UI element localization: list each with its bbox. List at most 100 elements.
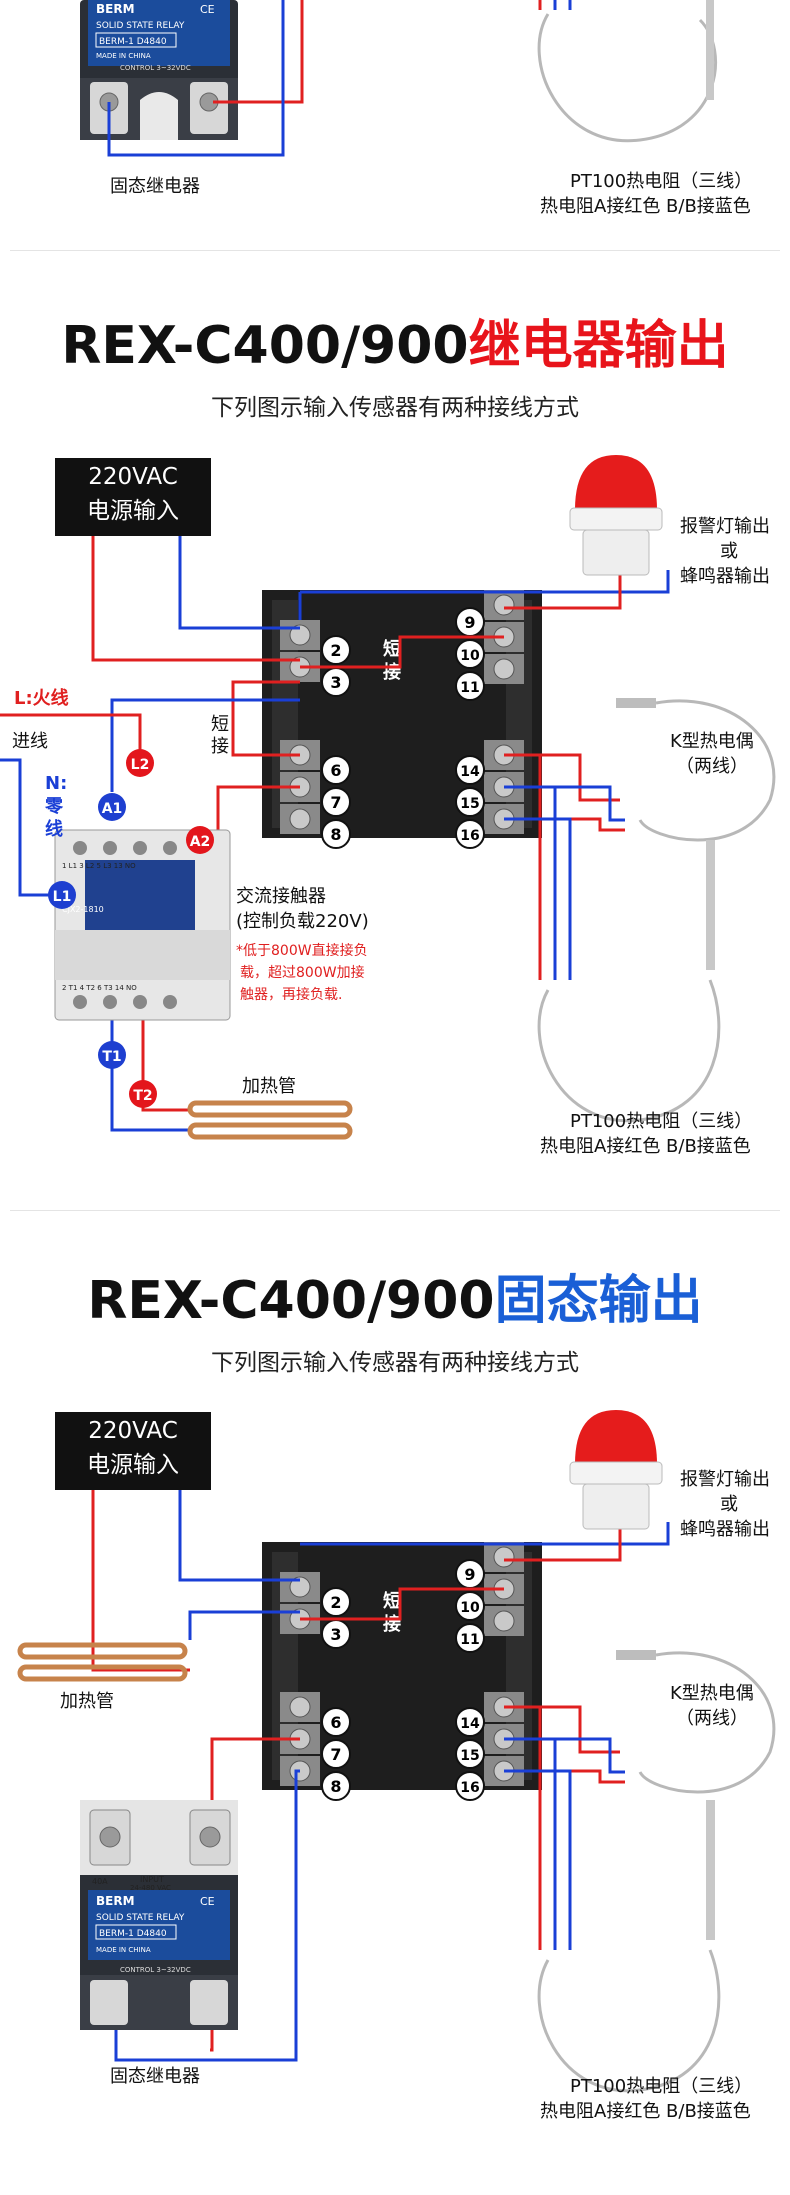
terminal-numbers-ssr — [321, 1559, 485, 1801]
terminal-9-ssr: 9 — [464, 1565, 475, 1584]
power-label-ssr-1: 220VAC — [88, 1418, 178, 1444]
heater-relay — [187, 1100, 353, 1140]
ssr-model: BERM-1 D4840 — [99, 1929, 167, 1939]
pt100-probe-top — [537, 0, 718, 143]
terminal-14-ssr: 14 — [460, 1716, 480, 1732]
heater-label-relay: 加热管 — [242, 1076, 296, 1097]
ac-contactor — [54, 829, 231, 1021]
short-label-ssr-1: 短 — [383, 1590, 401, 1612]
terminal-numbers-relay — [321, 607, 485, 849]
ssr-model-top: BERM-1 D4840 — [99, 37, 167, 47]
section-divider-1 — [10, 250, 780, 251]
short-label-relay-2: 接 — [383, 661, 401, 683]
ssr-made-top: MADE IN CHINA — [96, 52, 151, 60]
marker-t2 — [129, 1080, 157, 1108]
ssr-ce-top: CE — [200, 3, 215, 16]
alarm-label-ssr-1: 报警灯输出 — [680, 1469, 770, 1490]
ssr-current: 40A — [92, 1877, 108, 1886]
terminal-10-relay: 10 — [460, 648, 480, 664]
pt100-label-top-2: 热电阻A接红色 B/B接蓝色 — [540, 196, 751, 217]
pt100-probe-relay — [537, 840, 721, 1123]
terminal-8-ssr: 8 — [330, 1777, 341, 1796]
marker-t1-label: T1 — [102, 1049, 121, 1065]
contactor-brand: CJX2-1810 — [62, 905, 104, 914]
terminal-3-relay: 3 — [330, 673, 341, 692]
terminal-6-relay: 6 — [330, 761, 341, 780]
terminal-9-relay: 9 — [464, 613, 475, 632]
contactor-label-2: (控制负载220V) — [236, 911, 369, 932]
power-box-relay: 220VAC 电源输入 — [55, 458, 211, 536]
ssr-module — [80, 1800, 238, 2030]
relay-section-subtitle: 下列图示输入传感器有两种接线方式 — [211, 395, 579, 421]
terminal-2-ssr: 2 — [330, 1593, 341, 1612]
power-label-relay-1: 220VAC — [88, 464, 178, 490]
alarm-label-ssr-2: 或 — [720, 1494, 738, 1515]
alarm-label-relay-2: 或 — [720, 541, 738, 562]
terminal-14-relay: 14 — [460, 764, 480, 780]
marker-a2-label: A2 — [190, 834, 211, 850]
ssr-brand-top: BERM — [96, 2, 135, 16]
marker-t1 — [98, 1041, 126, 1069]
alarm-label-ssr-3: 蜂鸣器输出 — [680, 1519, 770, 1540]
pt100-probe-ssr — [537, 1800, 721, 2093]
ssr-ce: CE — [200, 1895, 215, 1908]
ssr-wiring: 2 3 6 7 8 9 10 11 14 15 16 短 接 — [0, 1400, 790, 2191]
contactor-terms-top: 1 L1 3 L2 5 L3 13 NO — [62, 862, 136, 870]
ssr-section-subtitle: 下列图示输入传感器有两种接线方式 — [211, 1350, 579, 1376]
tc-label-relay-2: （两线） — [676, 756, 748, 777]
ssr-type: SOLID STATE RELAY — [96, 1913, 185, 1923]
relay-title-model: REX-C400/900 — [61, 316, 469, 376]
terminal-6-ssr: 6 — [330, 1713, 341, 1732]
ssr-input-label: INPUT — [140, 1875, 164, 1884]
power-label-relay-2: 电源输入 — [87, 498, 179, 524]
ssr-type-top: SOLID STATE RELAY — [96, 21, 185, 31]
marker-a1 — [98, 793, 126, 821]
terminal-10-ssr: 10 — [460, 1600, 480, 1616]
relay-wiring: 2 3 6 7 8 9 10 11 14 15 16 短 接 短 接 — [0, 440, 790, 1210]
contactor-note-2: 载，超过800W加接 — [240, 965, 365, 981]
ssr-brand: BERM — [96, 1894, 135, 1908]
terminal-8-relay: 8 — [330, 825, 341, 844]
short-label-relay-1: 短 — [383, 638, 401, 660]
marker-l1 — [48, 881, 76, 909]
terminals-left-relay — [280, 620, 320, 834]
marker-a1-label: A1 — [102, 801, 123, 817]
in-label: 进线 — [12, 731, 48, 752]
alarm-lamp-relay — [569, 455, 663, 576]
power-label-ssr-2: 电源输入 — [87, 1452, 179, 1478]
ssr-control-top: CONTROL 3~32VDC — [120, 64, 191, 72]
contactor-label-1: 交流接触器 — [236, 886, 326, 907]
ssr-control: CONTROL 3~32VDC — [120, 1966, 191, 1974]
terminal-11-relay: 11 — [460, 680, 479, 696]
relay-wiring-diagram: 2 3 6 7 8 9 10 11 14 15 16 短 接 短 接 — [0, 455, 776, 1140]
ssr-wiring-diagram: 2 3 6 7 8 9 10 11 14 15 16 短 接 — [17, 1410, 776, 2093]
section-divider-2 — [10, 1210, 780, 1211]
terminals-left-ssr — [280, 1572, 320, 1786]
marker-a2 — [186, 826, 214, 854]
heater-ssr — [17, 1642, 188, 1682]
marker-t2-label: T2 — [133, 1088, 152, 1104]
pt100-label-ssr-1: PT100热电阻（三线） — [570, 2076, 753, 2097]
contactor-terms-bottom: 2 T1 4 T2 6 T3 14 NO — [62, 984, 137, 992]
pt100-label-relay-2: 热电阻A接红色 B/B接蓝色 — [540, 1136, 751, 1157]
ssr-label-top: 固态继电器 — [110, 176, 200, 197]
top-wiring-diagram: BERM CE SOLID STATE RELAY BERM-1 D4840 M… — [80, 0, 718, 157]
tc-label-ssr-1: K型热电偶 — [670, 1683, 754, 1704]
relay-section-title: REX-C400/900继电器输出 — [0, 303, 790, 378]
terminal-7-ssr: 7 — [330, 1745, 341, 1764]
contactor-note-1: *低于800W直接接负 — [236, 943, 368, 959]
thermocouple-ssr — [616, 1650, 776, 1794]
pt100-label-ssr-2: 热电阻A接红色 B/B接蓝色 — [540, 2101, 751, 2122]
power-box-ssr: 220VAC 电源输入 — [55, 1412, 211, 1490]
ssr-module-top — [80, 0, 238, 140]
terminal-16-ssr: 16 — [460, 1780, 479, 1796]
neutral-label-1: N: — [45, 773, 68, 794]
short2-label-relay-2: 接 — [211, 736, 229, 757]
ssr-title-type: 固态输出 — [494, 1271, 703, 1331]
alarm-label-relay-1: 报警灯输出 — [680, 516, 770, 537]
terminal-2-relay: 2 — [330, 641, 341, 660]
live-label: L:火线 — [14, 688, 69, 709]
tc-label-ssr-2: （两线） — [676, 1708, 748, 1729]
alarm-label-relay-3: 蜂鸣器输出 — [680, 566, 770, 587]
terminal-11-ssr: 11 — [460, 1632, 479, 1648]
